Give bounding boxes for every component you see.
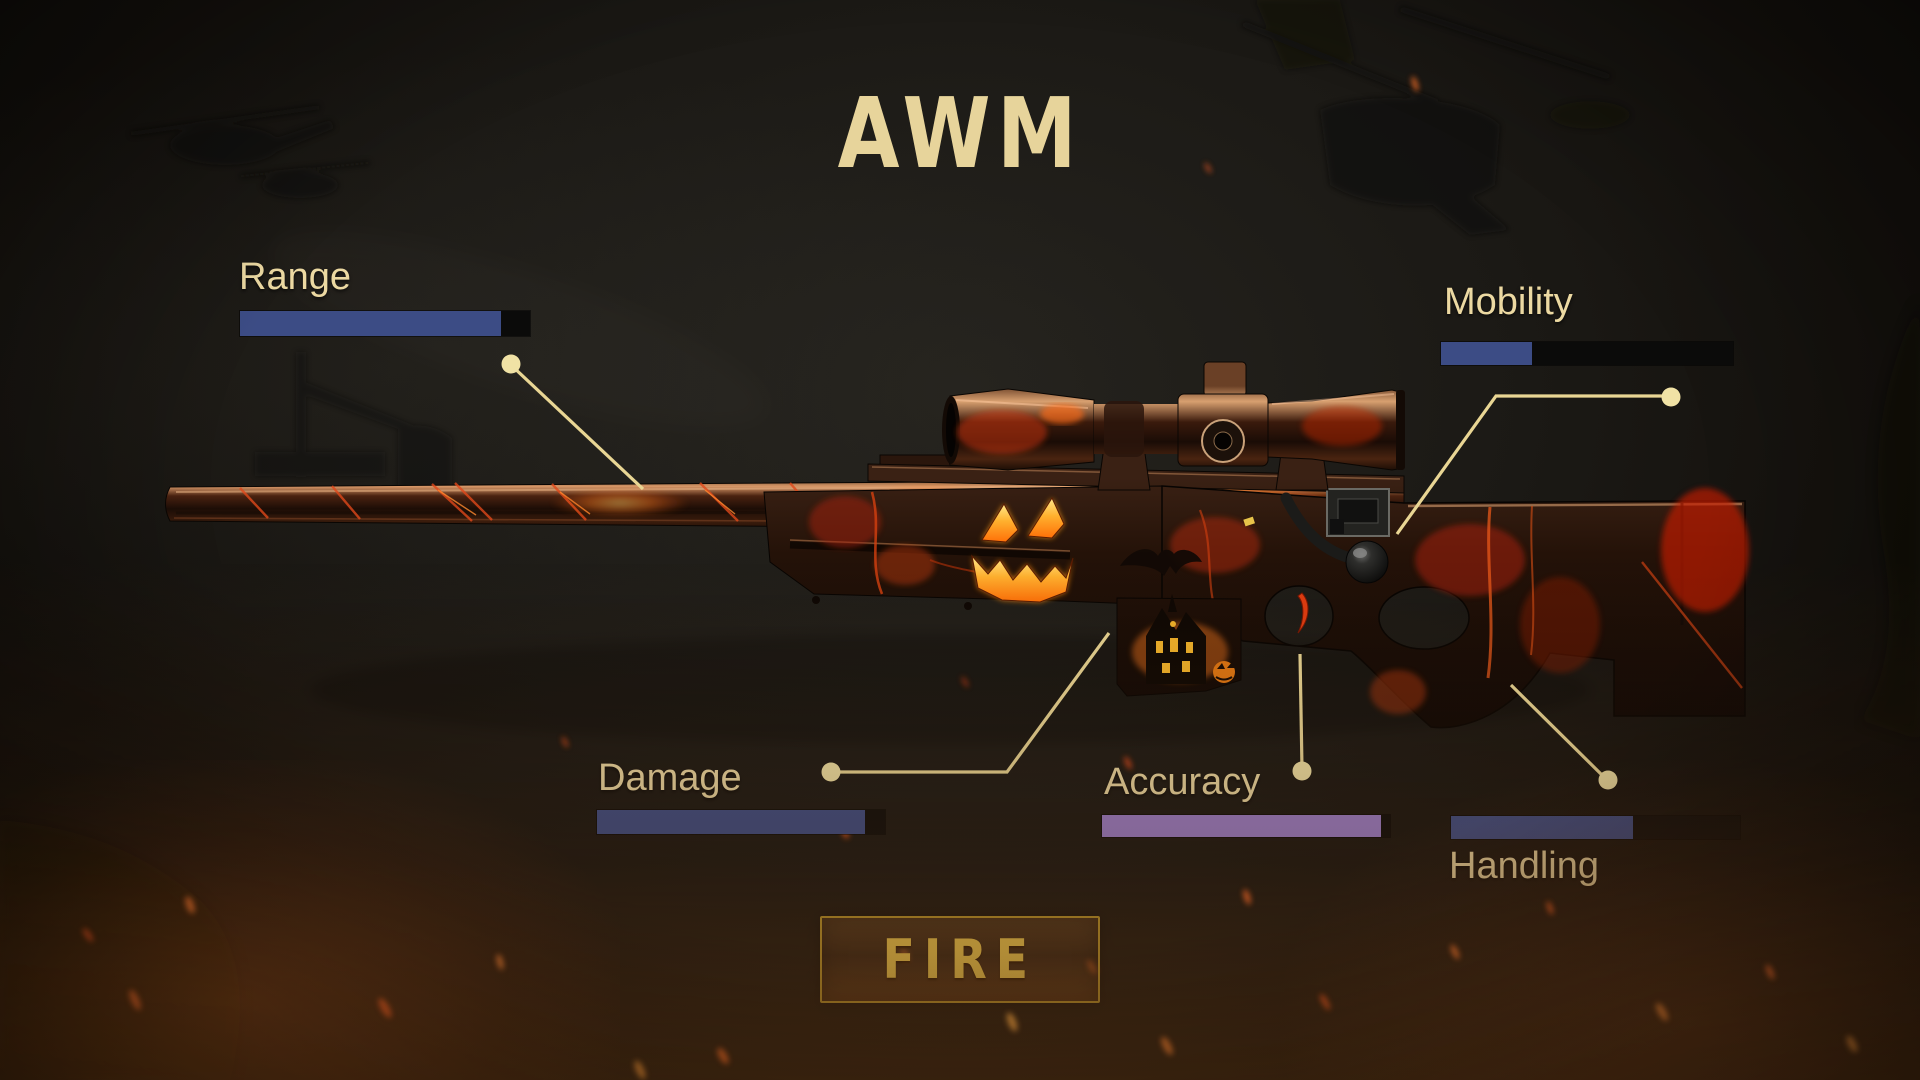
rifle-bolt-assembly [1243,488,1390,584]
stat-label-accuracy: Accuracy [1104,761,1261,803]
stat-bar-handling [1451,816,1740,839]
stat-bar-range-fill [240,311,501,336]
stat-label-handling: Handling [1449,845,1599,887]
stat-bar-range [240,311,530,336]
helicopter-silhouette-right [1241,0,1630,235]
damage-callout-dot [821,762,841,782]
range-callout-dot [501,354,521,374]
helicopter-silhouette-left [130,104,370,198]
mobility-callout-line [1395,394,1664,535]
stat-bar-mobility [1441,342,1733,365]
stat-bar-handling-fill [1451,816,1634,839]
scope-ring-front [1104,401,1144,457]
stat-bar-accuracy [1102,815,1390,837]
rifle-scope [942,361,1405,491]
accuracy-callout-line [1298,653,1304,769]
range-callout-line [509,363,645,491]
weapon-title: AWM [837,76,1083,191]
fire-button-label: FIRE [882,928,1038,991]
handling-callout-dot [1598,770,1618,790]
handling-callout-line [1509,683,1606,779]
damage-callout-line [840,632,1111,774]
fire-button[interactable]: FIRE [820,916,1100,1003]
stat-bar-accuracy-fill [1102,815,1382,837]
mobility-callout-dot [1661,387,1681,407]
stat-bar-damage [597,810,885,834]
stat-label-mobility: Mobility [1444,281,1573,323]
accuracy-callout-dot [1292,761,1312,781]
stat-label-range: Range [239,256,351,298]
stat-bar-damage-fill [597,810,865,834]
stat-label-damage: Damage [598,757,742,799]
bolt-handle [1280,492,1356,564]
stat-bar-mobility-fill [1441,342,1532,365]
